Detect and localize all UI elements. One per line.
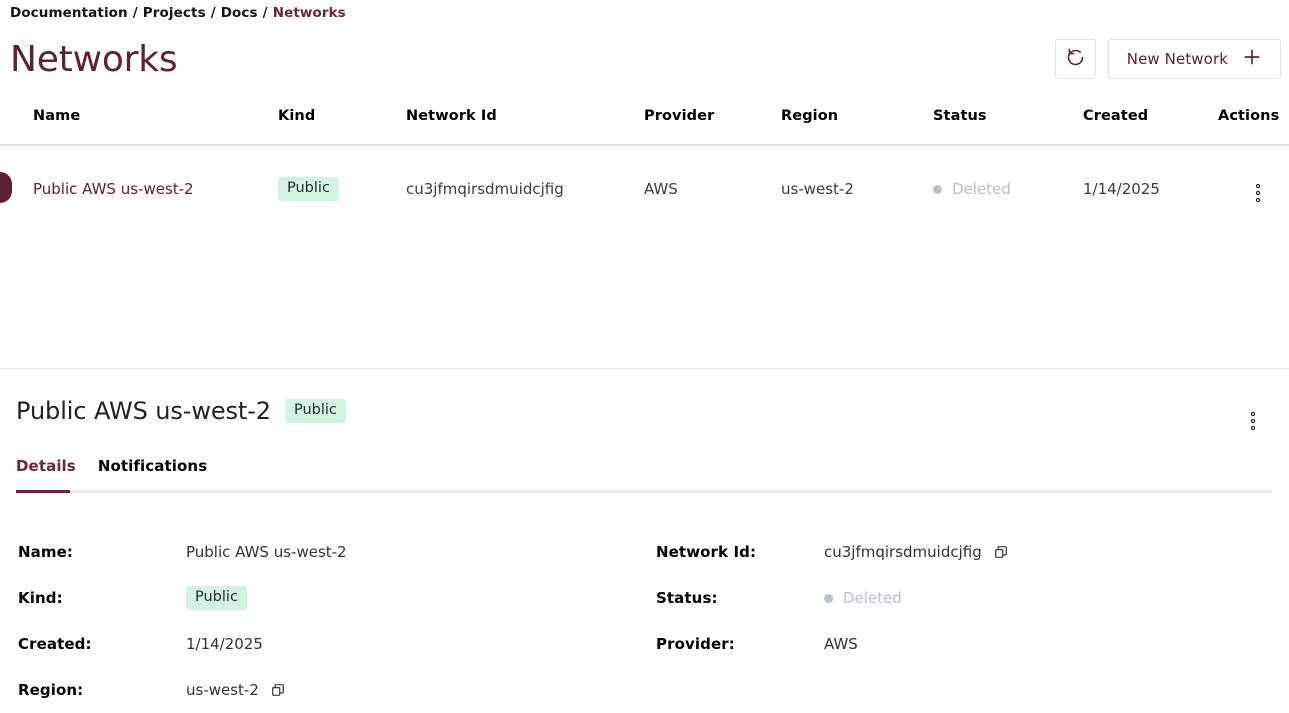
breadcrumb-item-docs[interactable]: Docs xyxy=(220,5,258,21)
panel-divider xyxy=(0,368,1289,369)
detail-fields-left: Name: Public AWS us-west-2 Kind: Public … xyxy=(18,529,347,713)
column-header-provider[interactable]: Provider xyxy=(644,108,715,124)
status-label: Deleted xyxy=(952,180,1011,199)
breadcrumb-item-documentation[interactable]: Documentation xyxy=(10,5,128,21)
breadcrumb-item-networks[interactable]: Networks xyxy=(272,5,346,21)
field-label-network-id: Network Id: xyxy=(656,543,757,561)
column-header-created[interactable]: Created xyxy=(1083,108,1149,124)
field-value-status: Deleted xyxy=(824,589,902,607)
breadcrumb-separator: / xyxy=(132,5,138,21)
detail-kind-badge: Public xyxy=(284,399,346,423)
plus-icon xyxy=(1242,47,1262,71)
tab-active-indicator xyxy=(16,490,70,493)
field-region: Region: us-west-2 xyxy=(18,667,347,713)
detail-status-badge: Deleted xyxy=(824,589,902,607)
page-title: Networks xyxy=(10,39,178,80)
cell-network-id: cu3jfmqirsdmuidcjfig xyxy=(406,180,564,198)
detail-status-dot-icon xyxy=(824,593,833,603)
row-selected-indicator xyxy=(0,172,12,203)
field-value-network-id-wrap: cu3jfmqirsdmuidcjfig xyxy=(824,543,1008,561)
detail-title: Public AWS us-west-2 xyxy=(16,397,271,425)
status-badge: Deleted xyxy=(933,180,1011,198)
cell-actions xyxy=(1218,145,1289,204)
tab-notifications[interactable]: Notifications xyxy=(97,457,208,475)
field-name: Name: Public AWS us-west-2 xyxy=(18,529,347,575)
field-label-kind: Kind: xyxy=(18,589,63,607)
field-kind-badge: Public xyxy=(186,586,247,610)
breadcrumb: Documentation / Projects / Docs / Networ… xyxy=(10,5,346,21)
row-actions-menu-icon[interactable] xyxy=(1254,182,1262,204)
field-label-provider: Provider: xyxy=(656,635,735,653)
field-value-network-id: cu3jfmqirsdmuidcjfig xyxy=(824,543,982,561)
cell-created: 1/14/2025 xyxy=(1083,180,1160,198)
detail-fields-right: Network Id: cu3jfmqirsdmuidcjfig Status: xyxy=(656,529,1008,667)
networks-table: Name Kind Network Id Provider Region Sta… xyxy=(0,108,1289,204)
field-label-name: Name: xyxy=(18,543,73,561)
table-row[interactable]: Public AWS us-west-2 Public cu3jfmqirsdm… xyxy=(0,145,1289,204)
cell-name: Public AWS us-west-2 xyxy=(0,145,278,204)
new-network-label: New Network xyxy=(1126,50,1228,68)
cell-kind: Public xyxy=(278,145,406,204)
column-header-region[interactable]: Region xyxy=(781,108,839,124)
table-header: Name Kind Network Id Provider Region Sta… xyxy=(0,108,1289,145)
network-name-link[interactable]: Public AWS us-west-2 xyxy=(33,180,194,198)
cell-provider: AWS xyxy=(644,180,678,198)
tab-details[interactable]: Details xyxy=(16,457,76,475)
status-dot-icon xyxy=(933,184,942,194)
detail-actions-menu-icon[interactable] xyxy=(1249,401,1257,432)
field-network-id: Network Id: cu3jfmqirsdmuidcjfig xyxy=(656,529,1008,575)
new-network-button[interactable]: New Network xyxy=(1107,39,1281,79)
field-label-created: Created: xyxy=(18,635,92,653)
column-header-network-id[interactable]: Network Id xyxy=(406,108,497,124)
networks-table-container: Name Kind Network Id Provider Region Sta… xyxy=(0,108,1289,366)
cell-region: us-west-2 xyxy=(781,180,854,198)
copy-region-icon[interactable] xyxy=(271,683,285,697)
column-header-actions: Actions xyxy=(1218,108,1280,124)
copy-network-id-icon[interactable] xyxy=(994,545,1008,559)
breadcrumb-separator: / xyxy=(210,5,216,21)
field-provider: Provider: AWS xyxy=(656,621,1008,667)
field-kind: Kind: Public xyxy=(18,575,347,621)
detail-panel: Public AWS us-west-2 Public Details Noti… xyxy=(0,369,1289,700)
breadcrumb-separator: / xyxy=(262,5,268,21)
refresh-icon xyxy=(1065,47,1086,72)
refresh-button[interactable] xyxy=(1054,39,1096,79)
table-body: Public AWS us-west-2 Public cu3jfmqirsdm… xyxy=(0,145,1289,204)
field-status: Status: Deleted xyxy=(656,575,1008,621)
field-label-region: Region: xyxy=(18,681,84,699)
header-actions: New Network xyxy=(1054,39,1281,79)
detail-status-label: Deleted xyxy=(843,589,902,607)
breadcrumb-item-projects[interactable]: Projects xyxy=(142,5,206,21)
field-value-region-wrap: us-west-2 xyxy=(186,681,285,699)
column-header-kind[interactable]: Kind xyxy=(278,108,316,124)
field-value-name: Public AWS us-west-2 xyxy=(186,543,347,561)
cell-status: Deleted xyxy=(933,145,1083,204)
column-header-status[interactable]: Status xyxy=(933,108,987,124)
table-header-row: Name Kind Network Id Provider Region Sta… xyxy=(0,108,1289,145)
column-header-name[interactable]: Name xyxy=(33,108,81,124)
field-value-region: us-west-2 xyxy=(186,681,259,699)
kind-badge: Public xyxy=(278,177,339,201)
detail-tabs: Details Notifications xyxy=(16,457,207,494)
field-label-status: Status: xyxy=(656,589,718,607)
detail-header: Public AWS us-west-2 Public xyxy=(16,397,346,425)
tabs-underline xyxy=(16,490,1272,493)
field-value-created: 1/14/2025 xyxy=(186,635,263,653)
field-value-kind: Public xyxy=(186,586,247,610)
field-value-provider: AWS xyxy=(824,635,858,653)
field-created: Created: 1/14/2025 xyxy=(18,621,347,667)
